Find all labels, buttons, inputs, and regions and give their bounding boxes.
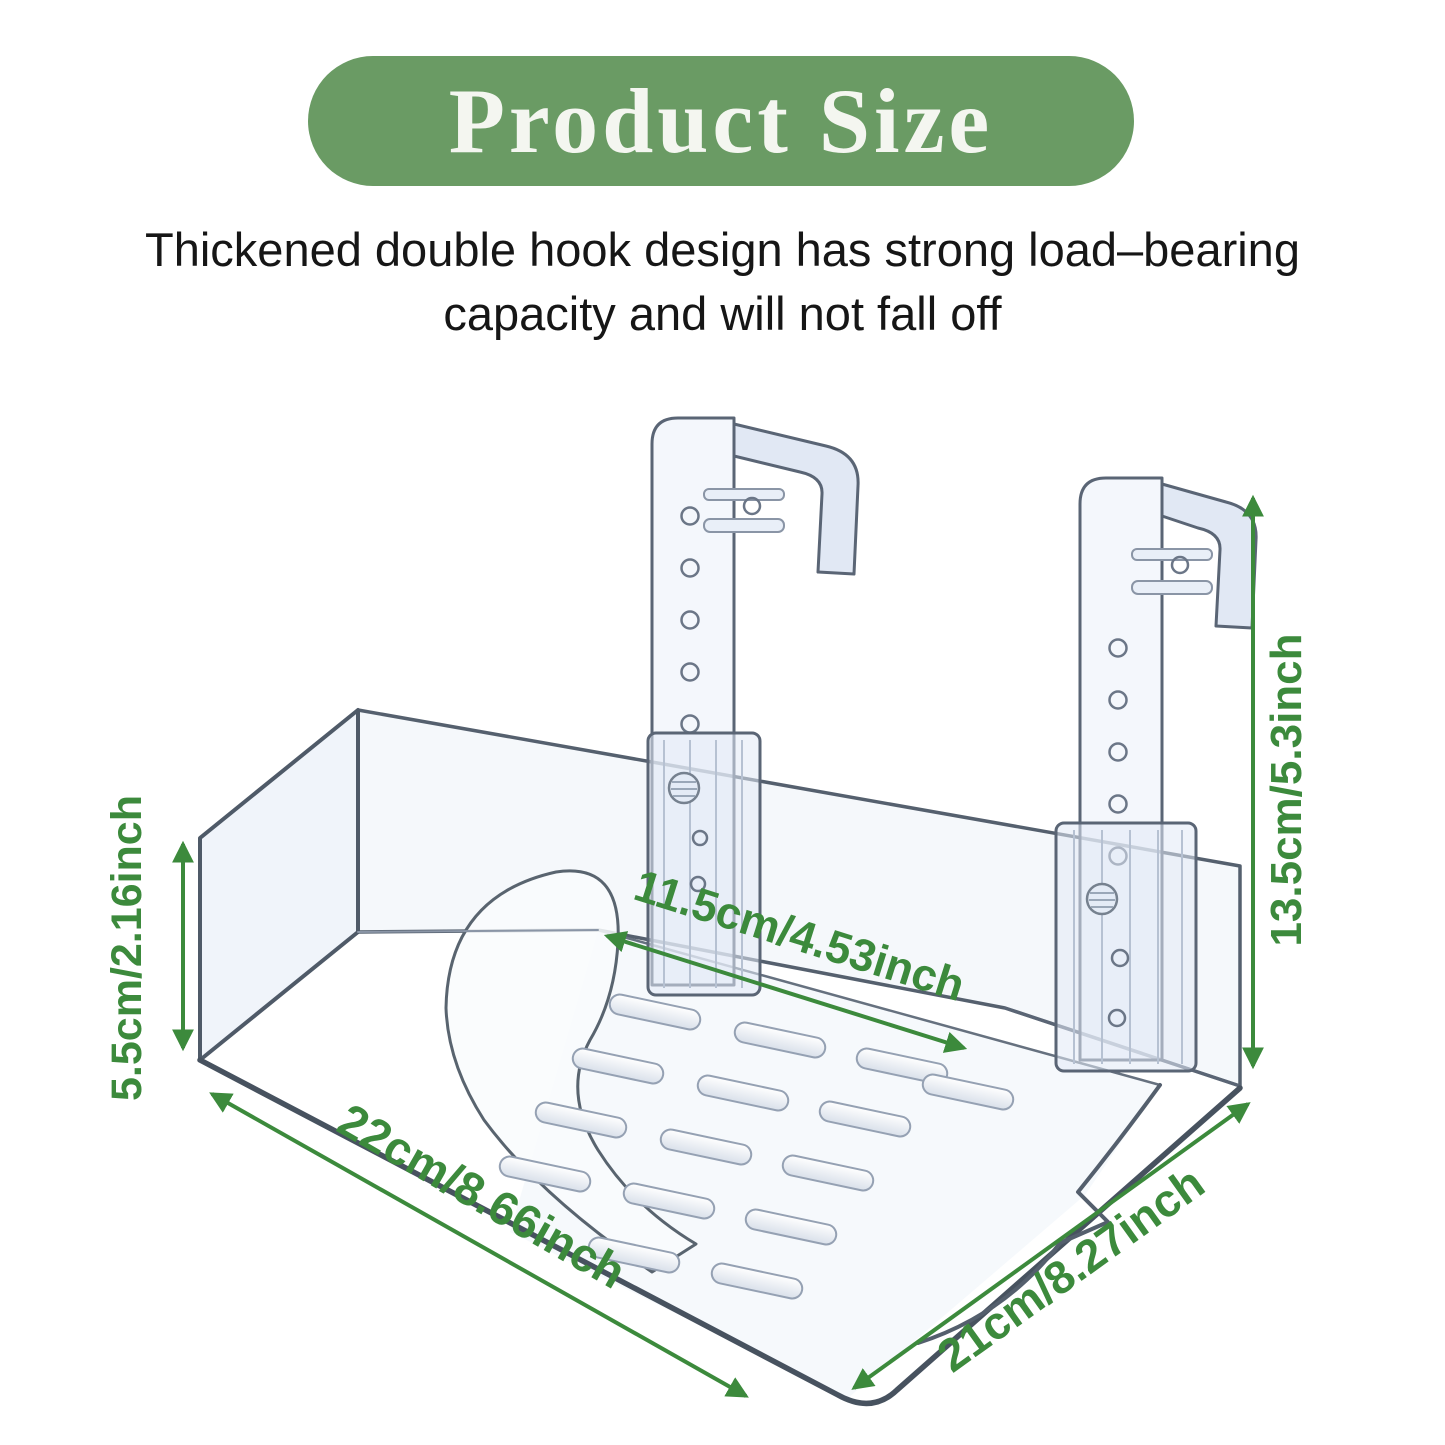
box-left-wall [198,708,360,1062]
left-hook-holes [680,496,762,734]
ramp-slot [855,1047,949,1085]
left-hook-cap [732,422,860,576]
left-hook-knob [667,771,701,805]
banner-title: Product Size [448,70,994,172]
dimension-arrow-ramp-width [603,931,968,1053]
right-hook-prong [1131,548,1213,561]
left-hook-prong [703,518,785,533]
right-hook-sleeve-hole [1107,1008,1127,1028]
right-hook-sleeve-hole [1110,948,1130,968]
dimension-box-height: 5.5cm/2.16inch [103,795,194,1101]
left-hook-prong [703,488,785,501]
right-hook-sleeve-ribs [1073,830,1183,1064]
left-hook-sleeve-hole [691,829,709,847]
subtitle-line-2: capacity and will not fall off [443,287,1002,340]
left-hook-sleeve-hole [689,875,707,893]
right-hook-cap [1160,482,1258,630]
box-bottom-edge [197,1057,1243,1407]
right-hook-prong [1131,580,1213,595]
ramp-slot [921,1073,1015,1111]
right-hook [1054,476,1258,1073]
right-hook-sleeve [1054,821,1198,1073]
dimension-label-box-height: 5.5cm/2.16inch [103,795,151,1101]
ramp-slot [571,1047,665,1085]
dimension-label-hook-height: 13.5cm/5.3inch [1262,633,1311,946]
subtitle: Thickened double hook design has strong … [0,218,1445,346]
right-hook-knob [1085,882,1119,916]
dimension-arrow-box-depth [851,1102,1251,1390]
dimension-hook-height: 13.5cm/5.3inch [1242,494,1311,1070]
tub-floor-back-edge [357,929,599,933]
banner: Product Size [308,56,1134,186]
dimension-arrow-box-width [209,1092,749,1398]
subtitle-line-1: Thickened double hook design has strong … [145,223,1300,276]
